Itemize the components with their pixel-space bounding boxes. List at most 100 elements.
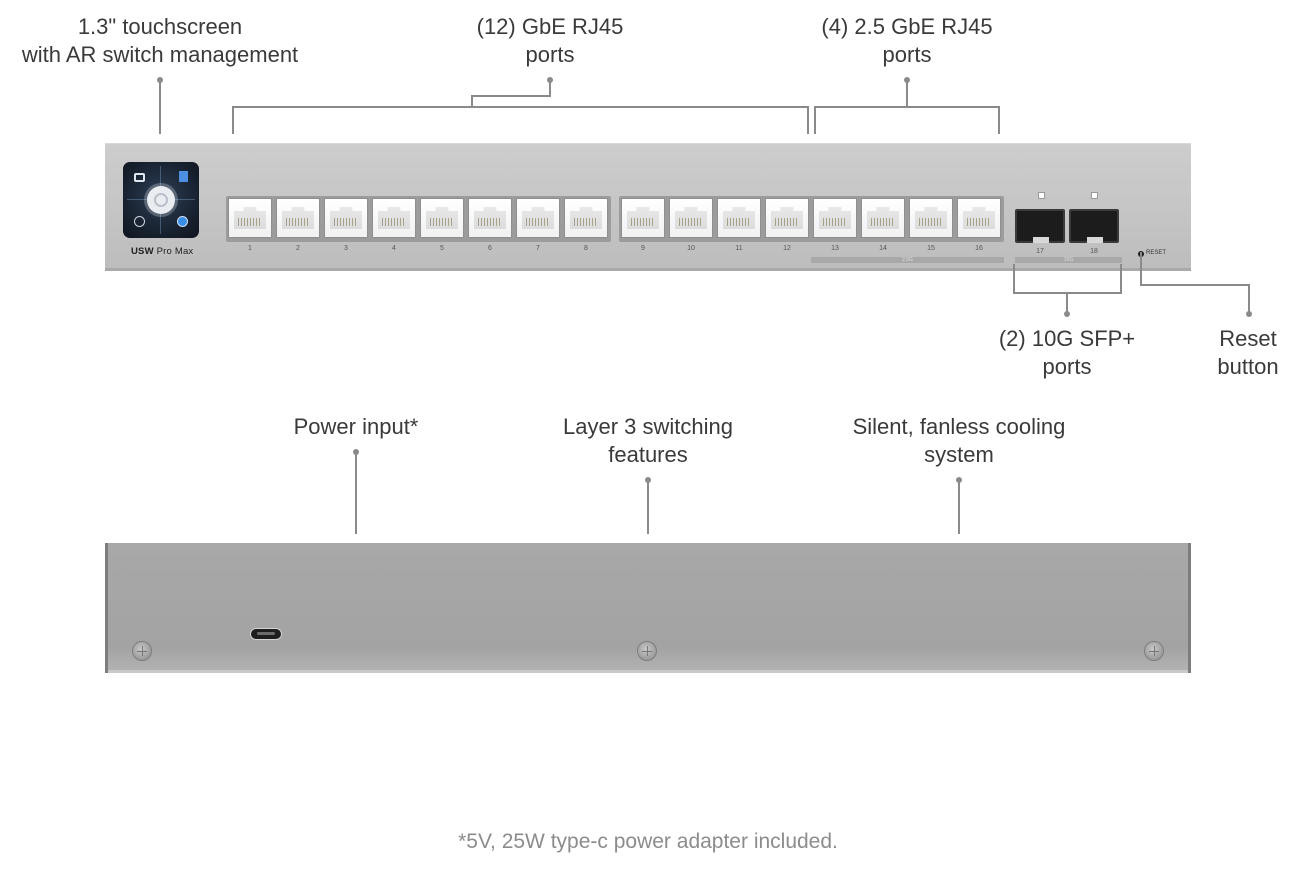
leader-line: [906, 80, 908, 107]
callout-touchscreen-line2: with AR switch management: [21, 42, 299, 67]
callout-fanless-line1: Silent, fanless cooling: [852, 414, 1066, 439]
bracket-25gbe-right: [998, 106, 1000, 134]
usb-c-icon[interactable]: [250, 628, 282, 640]
sfp-led: [1038, 192, 1045, 199]
model-name: Pro Max: [156, 246, 194, 257]
sfp-led: [1091, 192, 1098, 199]
settings-icon: [177, 216, 188, 227]
touchscreen[interactable]: [123, 162, 199, 238]
callout-layer3: Layer 3 switching features: [528, 413, 768, 469]
rj45-port[interactable]: [468, 198, 512, 238]
leader-line: [159, 80, 161, 134]
leader-line: [355, 452, 357, 534]
leader-line: [471, 95, 551, 97]
callout-touchscreen: 1.3" touchscreen with AR switch manageme…: [10, 13, 310, 69]
rj45-port[interactable]: [909, 198, 953, 238]
leader-line: [471, 95, 473, 107]
port-number: 12: [783, 245, 791, 252]
rj45-port[interactable]: [861, 198, 905, 238]
callout-25gbe-line1: (4) 2.5 GbE RJ45: [821, 14, 993, 39]
rj45-port[interactable]: [813, 198, 857, 238]
port-number: 10: [687, 245, 695, 252]
callout-25gbe-line2: ports: [882, 42, 932, 67]
port-number: 13: [831, 245, 839, 252]
port-number: 1: [248, 245, 252, 252]
callout-layer3-line1: Layer 3 switching: [563, 414, 733, 439]
leader-dot: [1246, 311, 1252, 317]
rj45-port[interactable]: [228, 198, 272, 238]
port-number: 6: [488, 245, 492, 252]
leader-line: [549, 80, 551, 96]
port-number: 5: [440, 245, 444, 252]
callout-25gbe-ports: (4) 2.5 GbE RJ45 ports: [787, 13, 1027, 69]
leader-dot: [1064, 311, 1070, 317]
bracket-gbe-right: [807, 106, 809, 134]
callout-fanless-line2: system: [924, 442, 994, 467]
leader-line: [647, 480, 649, 534]
rj45-port[interactable]: [324, 198, 368, 238]
port-number: 4: [392, 245, 396, 252]
bracket-gbe: [232, 106, 809, 108]
network-icon: [179, 171, 188, 182]
port-number: 15: [927, 245, 935, 252]
leader-line: [1248, 284, 1250, 312]
bracket-25gbe: [814, 106, 1000, 108]
speed-label-10g: 10G: [1015, 257, 1122, 263]
leader-line: [1140, 284, 1250, 286]
callout-sfp-line1: (2) 10G SFP+: [998, 326, 1136, 351]
rj45-port[interactable]: [765, 198, 809, 238]
speed-label-25g: 2.5G: [811, 257, 1004, 263]
callout-gbe-ports: (12) GbE RJ45 ports: [440, 13, 660, 69]
bracket-25gbe-left: [814, 106, 816, 134]
screw-icon: [132, 641, 152, 661]
port-number: 7: [536, 245, 540, 252]
callout-fanless: Silent, fanless cooling system: [829, 413, 1089, 469]
model-label: USW Pro Max: [131, 246, 193, 257]
home-icon: [134, 173, 145, 182]
rj45-port[interactable]: [516, 198, 560, 238]
port-number: 16: [975, 245, 983, 252]
rj45-port[interactable]: [957, 198, 1001, 238]
sfp-port-number: 18: [1090, 248, 1098, 255]
leader-line: [958, 480, 960, 534]
leader-line: [1066, 292, 1068, 312]
callout-layer3-line2: features: [608, 442, 688, 467]
port-number: 2: [296, 245, 300, 252]
port-number: 11: [735, 245, 743, 252]
callout-sfp-line2: ports: [1042, 354, 1092, 379]
bracket-sfp-right: [1120, 264, 1122, 294]
rj45-port[interactable]: [717, 198, 761, 238]
sfp-port-number: 17: [1036, 248, 1044, 255]
callout-power-line1: Power input*: [293, 414, 419, 439]
port-number: 14: [879, 245, 887, 252]
rj45-port[interactable]: [621, 198, 665, 238]
callout-reset-button: Reset button: [1198, 325, 1298, 381]
screw-icon: [1144, 641, 1164, 661]
rj45-port[interactable]: [372, 198, 416, 238]
footnote: *5V, 25W type-c power adapter included.: [458, 830, 838, 853]
reset-label: RESET: [1146, 250, 1167, 256]
rj45-port[interactable]: [669, 198, 713, 238]
callout-reset-line2: button: [1217, 354, 1279, 379]
callout-gbe-line1: (12) GbE RJ45: [476, 14, 624, 39]
rj45-port[interactable]: [420, 198, 464, 238]
callout-sfp-ports: (2) 10G SFP+ ports: [967, 325, 1167, 381]
port-number: 8: [584, 245, 588, 252]
leader-line: [1140, 252, 1142, 285]
rj45-port[interactable]: [276, 198, 320, 238]
sfp-port-18[interactable]: [1069, 209, 1119, 243]
bracket-sfp-left: [1013, 264, 1015, 294]
sfp-port-17[interactable]: [1015, 209, 1065, 243]
screw-icon: [637, 641, 657, 661]
callout-reset-line1: Reset: [1219, 326, 1277, 351]
bracket-gbe-left: [232, 106, 234, 134]
model-brand: USW: [131, 246, 154, 257]
port-number: 3: [344, 245, 348, 252]
callout-power-input: Power input*: [256, 413, 456, 441]
callout-gbe-line2: ports: [525, 42, 575, 67]
port-number: 9: [641, 245, 645, 252]
callout-touchscreen-line1: 1.3" touchscreen: [77, 14, 243, 39]
rj45-port[interactable]: [564, 198, 608, 238]
switch-rear-panel: [105, 543, 1191, 673]
